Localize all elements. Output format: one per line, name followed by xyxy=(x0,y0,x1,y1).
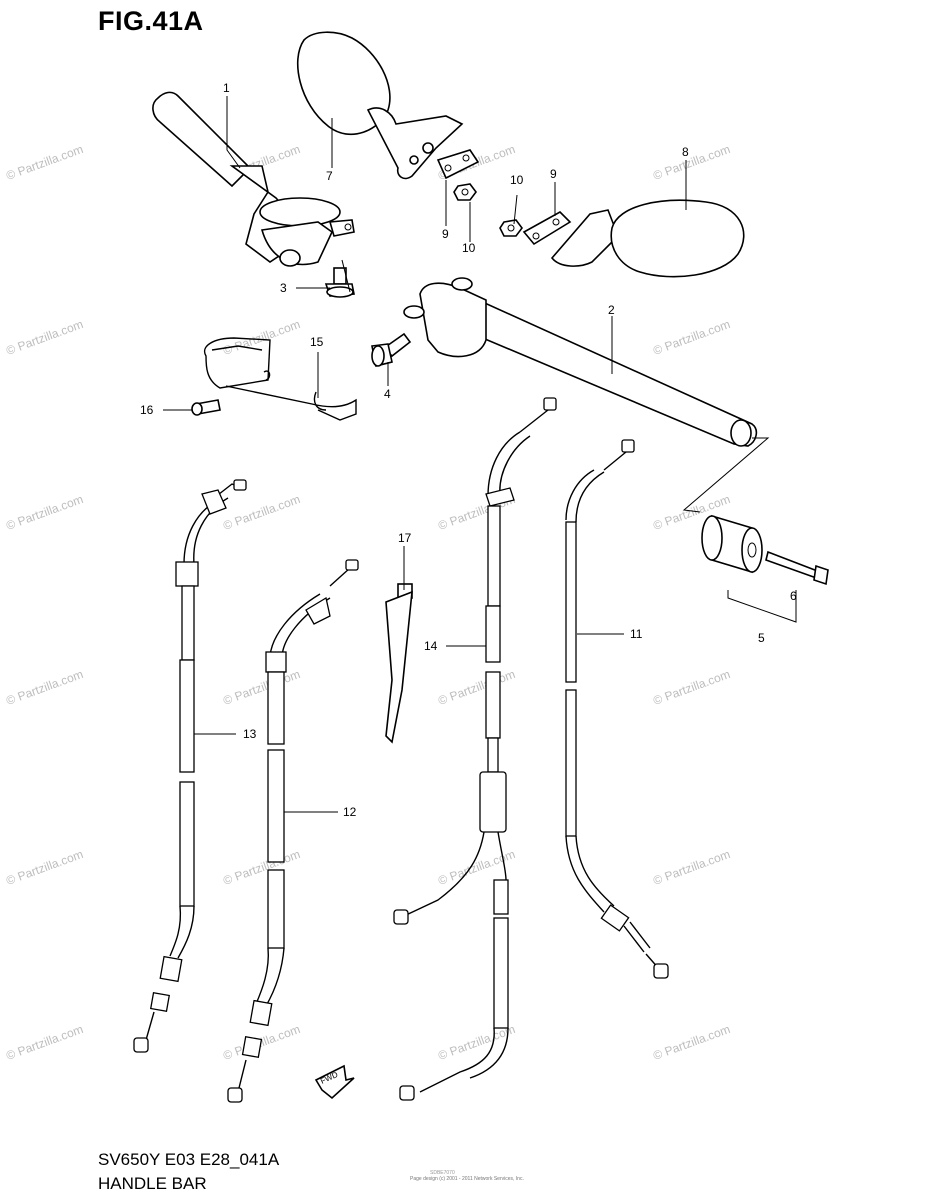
callout-15: 15 xyxy=(310,335,324,349)
watermark: © Partzilla.com xyxy=(4,1022,85,1063)
part-17-cable-tie[interactable] xyxy=(385,583,413,744)
watermark: © Partzilla.com xyxy=(651,317,732,358)
callout-9a: 9 xyxy=(442,227,449,241)
figure-title: FIG.41A xyxy=(98,6,204,36)
callout-17: 17 xyxy=(398,531,412,545)
watermark: © Partzilla.com xyxy=(221,667,302,708)
watermark: © Partzilla.com xyxy=(221,492,302,533)
part-2-right-handlebar[interactable] xyxy=(403,277,758,447)
part-16-screw[interactable] xyxy=(191,399,221,416)
callout-1: 1 xyxy=(223,81,230,95)
fine-print: Page design (c) 2001 - 2011 Network Serv… xyxy=(410,1176,524,1182)
callout-7: 7 xyxy=(326,169,333,183)
callout-9b: 9 xyxy=(550,167,557,181)
callout-13: 13 xyxy=(243,727,257,741)
part-5-bar-end-weight[interactable] xyxy=(701,514,763,574)
watermark: © Partzilla.com xyxy=(4,142,85,183)
watermark: © Partzilla.com xyxy=(651,1022,732,1063)
part-3-bolt[interactable] xyxy=(324,267,355,298)
watermark: © Partzilla.com xyxy=(436,667,517,708)
callout-8: 8 xyxy=(682,145,689,159)
watermark: © Partzilla.com xyxy=(221,847,302,888)
part-8-right-mirror[interactable] xyxy=(550,199,745,278)
part-15-wire-guide[interactable] xyxy=(203,337,357,421)
callout-3: 3 xyxy=(280,281,287,295)
part-10-nut-right[interactable] xyxy=(499,219,523,237)
callout-6: 6 xyxy=(790,589,797,603)
watermark: © Partzilla.com xyxy=(221,1022,302,1063)
part-14-cable[interactable] xyxy=(393,397,557,1101)
fine-print-code: SDBE7070 xyxy=(430,1170,455,1176)
callout-2: 2 xyxy=(608,303,615,317)
part-1-left-handlebar[interactable] xyxy=(152,91,355,267)
part-11-cable[interactable] xyxy=(565,439,669,979)
callout-10a: 10 xyxy=(510,173,524,187)
fwd-arrow: FWD xyxy=(314,1064,355,1100)
part-10-nut-left[interactable] xyxy=(453,183,477,201)
callout-16: 16 xyxy=(140,403,154,417)
part-9-mirror-clamp-right[interactable] xyxy=(522,211,572,246)
part-9-mirror-clamp-left[interactable] xyxy=(436,149,480,180)
callout-5: 5 xyxy=(758,631,765,645)
callout-4: 4 xyxy=(384,387,391,401)
watermark: © Partzilla.com xyxy=(4,847,85,888)
part-13-throttle-cable[interactable] xyxy=(133,479,247,1053)
part-4-bolt[interactable] xyxy=(371,332,412,367)
part-12-throttle-cable[interactable] xyxy=(227,559,359,1103)
model-code: SV650Y E03 E28_041A xyxy=(98,1150,280,1169)
callout-10b: 10 xyxy=(462,241,476,255)
callout-14: 14 xyxy=(424,639,438,653)
watermark: © Partzilla.com xyxy=(4,317,85,358)
section-name: HANDLE BAR xyxy=(98,1174,207,1193)
callout-12: 12 xyxy=(343,805,357,819)
watermark: © Partzilla.com xyxy=(651,667,732,708)
callout-leaders xyxy=(163,96,687,813)
part-6-end-screw[interactable] xyxy=(765,550,829,586)
assembly-leader-lines xyxy=(682,437,797,623)
watermark: © Partzilla.com xyxy=(4,667,85,708)
callout-labels: 1 2 3 4 5 6 7 8 9 9 10 10 11 12 13 14 15… xyxy=(140,81,797,819)
part-7-left-mirror[interactable] xyxy=(296,31,464,180)
watermark: © Partzilla.com xyxy=(651,847,732,888)
watermark: © Partzilla.com xyxy=(651,142,732,183)
watermark: © Partzilla.com xyxy=(4,492,85,533)
callout-11: 11 xyxy=(630,627,643,641)
